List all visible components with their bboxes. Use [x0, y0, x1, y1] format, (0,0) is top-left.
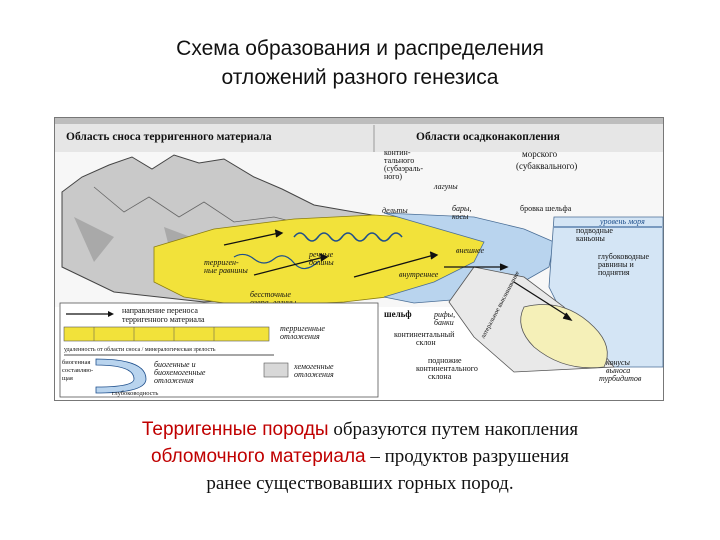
- label-marine-2: (субаквального): [516, 161, 577, 171]
- legend-biogenic-1: биогенные и: [154, 360, 196, 369]
- header-right: Области осадконакопления: [416, 131, 560, 143]
- legend-biogenic-left-2: составляю-: [62, 367, 93, 374]
- header-left: Область сноса терригенного материала: [66, 131, 272, 143]
- legend-arrow-head: [108, 311, 114, 317]
- river-branch: [233, 253, 320, 270]
- label-lagoons: лагуны: [433, 182, 458, 191]
- label-foot-2: континентального: [416, 364, 478, 373]
- title-line-1: Схема образования и распределения: [176, 37, 544, 60]
- label-bars-1: бары,: [452, 204, 471, 213]
- legend-arrow-1: направление переноса: [122, 306, 198, 315]
- legend-biogenic-2: биохемогенные: [154, 368, 206, 377]
- caption-line-3: ранее существовавших горных пород.: [206, 473, 514, 494]
- legend-arrow-2: терригенного материала: [122, 315, 205, 324]
- label-river-valleys-2: долины: [309, 258, 334, 267]
- label-shallow-lakes-2: озера, лагуны: [250, 298, 297, 307]
- label-continental-2: тального: [384, 156, 414, 165]
- label-deep-plains-1: глубоководные: [598, 252, 650, 261]
- legend-gradient: удаленность от области сноса / минералог…: [64, 346, 216, 353]
- transport-arrows: [223, 229, 573, 322]
- legend-biogenic-arc: [95, 358, 147, 394]
- label-foot-3: склона: [428, 372, 452, 381]
- label-shelf: шельф: [384, 309, 412, 319]
- label-outer: внешнее: [456, 246, 485, 255]
- label-cones-3: турбидитов: [599, 374, 642, 383]
- label-marine-1: морского: [522, 149, 558, 159]
- legend-terrig-2: отложения: [280, 332, 320, 341]
- label-deep-plains-2: равнины и: [598, 260, 635, 269]
- label-deep-plains-3: поднятия: [598, 268, 630, 277]
- legend-terrig-swatch: [63, 326, 270, 342]
- label-canyons-2: каньоны: [576, 234, 606, 243]
- label-river-valleys-1: речные: [308, 250, 334, 259]
- label-inner: внутреннее: [399, 270, 439, 279]
- legend-biogenic-left-1: биогенная: [62, 359, 90, 366]
- label-continental-4: ного): [384, 172, 402, 181]
- caption-line-1: Терригенные породы образуются путем нако…: [60, 416, 660, 443]
- caption-text-1: образуются путем накопления: [328, 419, 579, 440]
- label-canyons-1: подводные: [576, 226, 613, 235]
- caption-term-2: обломочного материала: [150, 446, 366, 467]
- label-continental-1: контин-: [384, 148, 411, 157]
- slide-title: Схема образования и распределения отложе…: [80, 34, 640, 92]
- legend-chemogenic-2: отложения: [294, 370, 334, 379]
- sedimentation-diagram: Область сноса терригенного материала Обл…: [54, 117, 664, 401]
- legend-chemogenic-1: хемогенные: [293, 362, 334, 371]
- label-foot-1: подножие: [428, 356, 462, 365]
- legend-biogenic-3: отложения: [154, 376, 194, 385]
- caption-line-2: обломочного материала – продуктов разруш…: [60, 443, 660, 470]
- legend-depth: глубоководность: [112, 390, 158, 397]
- caption: Терригенные породы образуются путем нако…: [60, 416, 660, 497]
- label-cones-1: конусы: [606, 358, 631, 367]
- turbidite-fan: [520, 304, 608, 369]
- legend-terrig-1: терригенные: [280, 324, 325, 333]
- label-cont-slope-1: континентальный: [394, 330, 455, 339]
- label-sea-level: уровень моря: [599, 217, 645, 226]
- label-continental-3: (субаэраль-: [384, 164, 423, 173]
- label-terrig-plains-2: ные равнины: [204, 266, 248, 275]
- label-terrig-plains-1: терриген-: [204, 258, 239, 267]
- diagram-top-band: [55, 118, 663, 124]
- label-bars-2: косы: [452, 212, 469, 221]
- caption-text-2: – продуктов разрушения: [365, 446, 570, 467]
- river-meanders: [293, 232, 403, 242]
- legend-box: [59, 302, 379, 398]
- label-reefs-2: банки: [434, 318, 454, 327]
- caption-term-1: Терригенные породы: [141, 419, 329, 440]
- legend-biogenic-left-3: щая: [62, 375, 73, 382]
- label-cont-slope-2: склон: [416, 338, 436, 347]
- label-deltas: дельты: [382, 206, 408, 215]
- label-shallow-lakes-1: бессточные: [250, 290, 291, 299]
- title-line-2: отложений разного генезиса: [221, 66, 499, 89]
- legend-chemogenic-swatch: [263, 362, 289, 378]
- label-cones-2: выноса: [606, 366, 630, 375]
- label-reefs-1: рифы,: [433, 310, 455, 319]
- label-shelf-edge: бровка шельфа: [520, 204, 572, 213]
- legend: направление переноса терригенного матери…: [62, 306, 334, 397]
